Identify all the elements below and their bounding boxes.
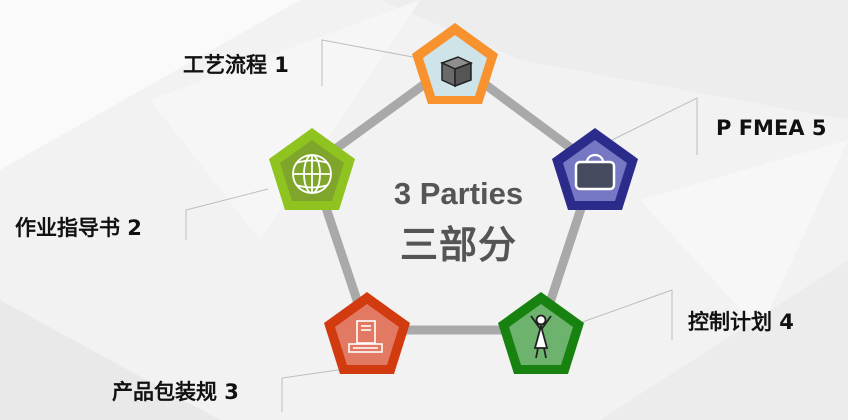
node-top [412,23,498,104]
briefcase-icon [574,153,616,191]
node-bottom-left [324,292,410,374]
label-node-bottom-right: 控制计划 4 [688,310,794,334]
node-bottom-right [498,292,584,374]
node-left [269,128,355,210]
person-icon [530,314,552,359]
label-node-top: 工艺流程 1 [183,53,289,77]
node-right [552,128,638,210]
computer-icon [348,320,383,353]
callout-lines [185,39,698,412]
center-title-en: 3 Parties [393,176,524,211]
globe-icon [292,154,332,194]
cube-icon [440,56,473,88]
center-title-cn: 三部分 [399,223,517,267]
label-node-right: P FMEA 5 [716,116,827,140]
label-node-bottom-left: 产品包装规 3 [112,380,239,404]
label-node-left: 作业指导书 2 [15,216,142,240]
